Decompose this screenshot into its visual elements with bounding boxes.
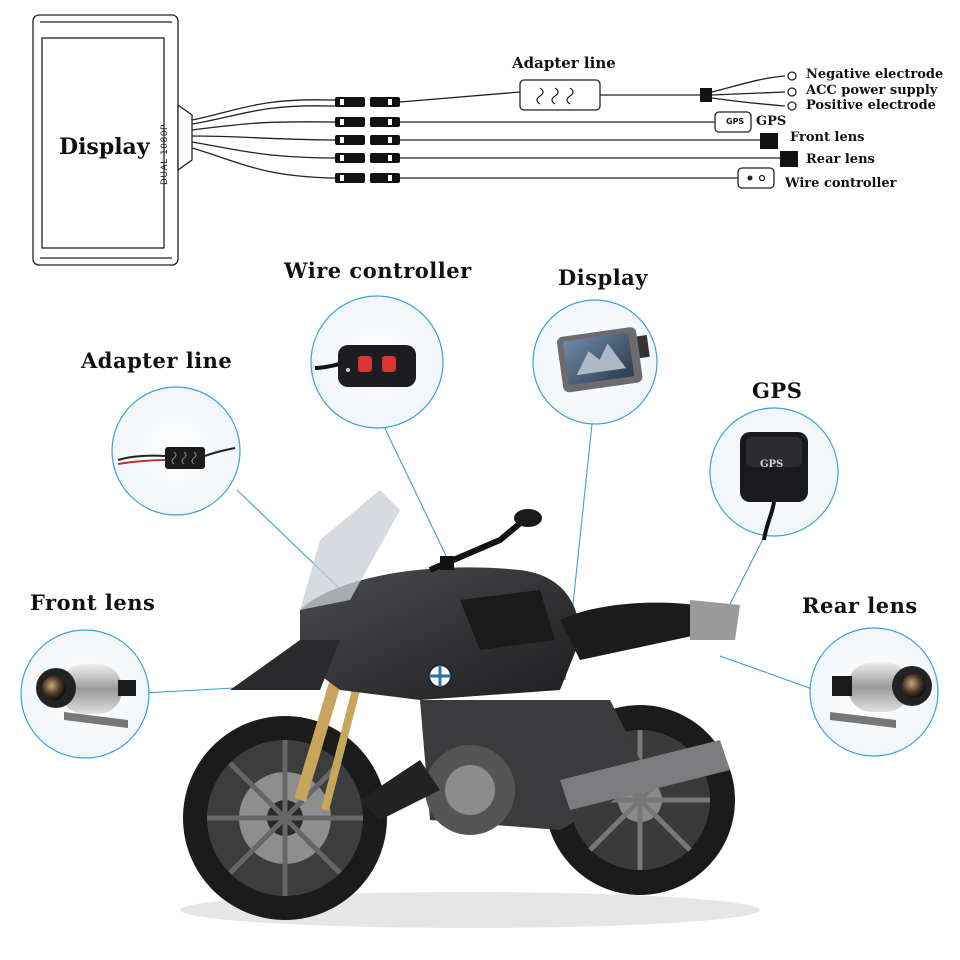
front-lens-box — [760, 133, 778, 149]
wiring-front-lens-label: Front lens — [790, 130, 865, 145]
callout-adapter-line-label: Adapter line — [81, 348, 233, 373]
gps-box — [714, 111, 752, 133]
wiring-wire-controller-label: Wire controller — [785, 176, 897, 191]
wiring-display-model: DUAL 1080P — [160, 124, 170, 185]
rear-lens-box — [780, 151, 798, 167]
callout-wire-controller-label: Wire controller — [284, 258, 472, 283]
callout-display-label: Display — [558, 265, 648, 290]
wiring-diagram — [32, 14, 798, 266]
display-bubble — [532, 299, 658, 425]
wiring-rear-lens-label: Rear lens — [806, 152, 875, 167]
wiring-acc-power-supply: ACC power supply — [806, 83, 938, 98]
motorcycle-illustration — [180, 490, 760, 928]
callout-front-lens-label: Front lens — [30, 590, 156, 615]
gps-puck-text: GPS — [760, 459, 784, 470]
cable-bundle — [191, 99, 350, 179]
callout-gps-label: GPS — [752, 378, 803, 403]
front-lens-bubble — [20, 629, 150, 759]
wiring-gps-box-text: GPS — [726, 117, 745, 126]
callout-rear-lens-label: Rear lens — [802, 593, 918, 618]
wiring-gps-label: GPS — [756, 114, 787, 129]
connector-plugs — [335, 97, 400, 183]
rear-lens-bubble — [809, 627, 939, 757]
wire-controller-box — [737, 167, 775, 189]
wiring-positive-electrode: Positive electrode — [806, 98, 936, 113]
wiring-adapter-line-label: Adapter line — [512, 54, 616, 72]
wire-controller-bubble — [310, 295, 444, 429]
gps-bubble — [709, 407, 839, 541]
display-screen-outline — [41, 37, 165, 249]
adapter-line-bubble — [111, 386, 241, 516]
adapter-box — [519, 79, 601, 111]
wiring-display-label: Display — [59, 134, 150, 160]
wiring-negative-electrode: Negative electrode — [806, 67, 944, 82]
front-wheel — [183, 716, 387, 920]
